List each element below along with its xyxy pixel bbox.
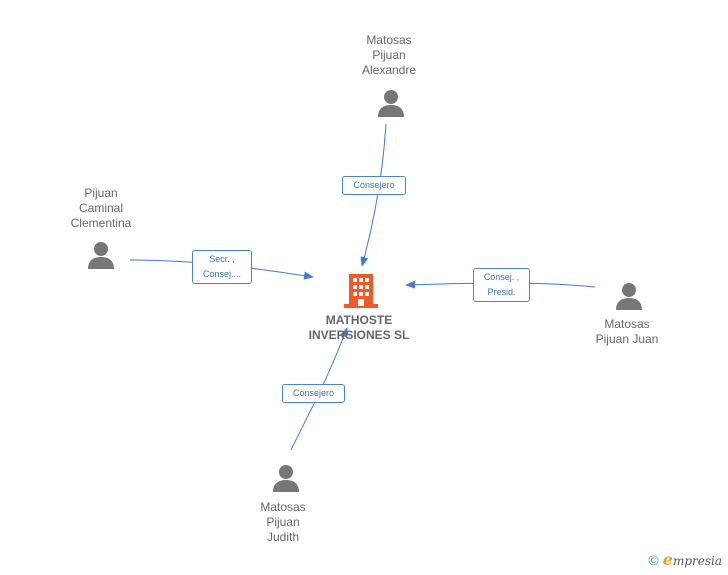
building-icon[interactable] bbox=[344, 272, 378, 308]
footer-brand: © empresia bbox=[648, 550, 722, 569]
person-name-left[interactable]: Pijuan Caminal Clementina bbox=[70, 186, 132, 230]
edge-label-bottom: Consejero bbox=[282, 384, 345, 403]
person-icon[interactable] bbox=[376, 88, 406, 118]
copyright-symbol: © bbox=[648, 551, 659, 568]
person-name-right[interactable]: Matosas Pijuan Juan bbox=[595, 317, 659, 346]
edge-top bbox=[360, 123, 387, 267]
edge-label-left: Secr. , Consej.... bbox=[192, 250, 252, 284]
person-icon[interactable] bbox=[86, 240, 116, 270]
edge-label-right: Consej. , Presid. bbox=[473, 268, 530, 302]
person-name-top[interactable]: Matosas Pijuan Alexandre bbox=[361, 33, 417, 77]
person-name-bottom[interactable]: Matosas Pijuan Judith bbox=[260, 500, 306, 544]
company-name[interactable]: MATHOSTE INVERSIONES SL bbox=[308, 313, 410, 342]
person-icon[interactable] bbox=[271, 463, 301, 493]
empresia-logo[interactable]: empresia bbox=[662, 550, 722, 569]
edge-label-top: Consejero bbox=[342, 176, 406, 195]
person-icon[interactable] bbox=[614, 281, 644, 311]
